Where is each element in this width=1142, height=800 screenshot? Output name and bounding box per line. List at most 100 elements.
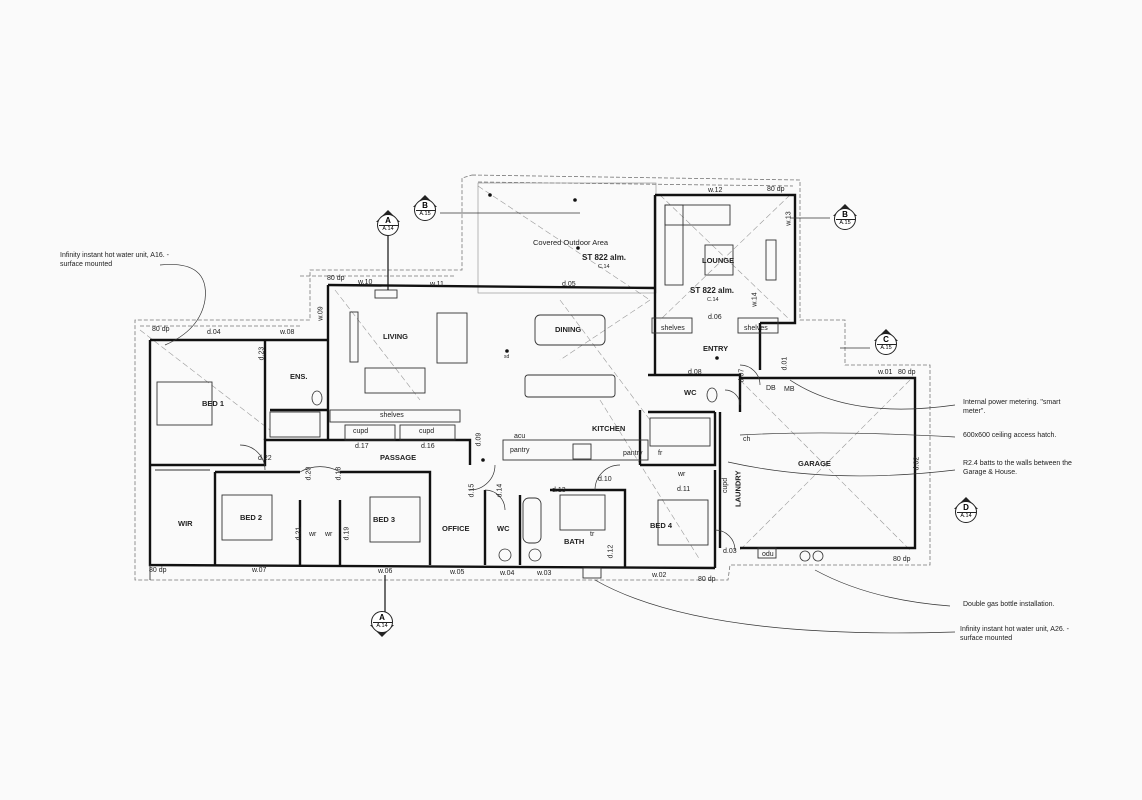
label-dp-br: 80 dp <box>698 576 716 583</box>
label-d06: d.06 <box>708 314 722 321</box>
label-cupd3: cupd <box>722 477 730 494</box>
label-cupd2: cupd <box>419 428 435 435</box>
label-dp-bed1: 80 dp <box>152 326 170 333</box>
garage-label: GARAGE <box>798 459 831 468</box>
label-tr: tr <box>590 531 595 538</box>
wir-label: WIR <box>178 519 193 528</box>
label-w12: w.12 <box>708 187 723 194</box>
walls <box>148 193 917 570</box>
stamp-outdoor: ST 822 alm. <box>582 253 627 262</box>
bed4-label: BED 4 <box>650 521 673 530</box>
label-odu: odu <box>762 551 774 558</box>
label-d09: d.09 <box>475 432 483 447</box>
label-d05: d.05 <box>562 281 576 288</box>
label-wr3: wr <box>678 471 686 478</box>
entry-label: ENTRY <box>703 344 729 353</box>
note-batts: R2.4 batts to the walls between the Gara… <box>963 460 1072 476</box>
section-lines <box>384 235 389 612</box>
label-d17: d.17 <box>355 443 369 450</box>
label-d12: d.12 <box>607 544 615 559</box>
label-w07: w.07 <box>252 567 267 574</box>
label-d02: d.02 <box>913 456 921 471</box>
bed3-label: BED 3 <box>373 515 396 524</box>
label-d10: d.10 <box>598 476 612 483</box>
label-w08: w.08 <box>280 329 295 336</box>
bed1-label: BED 1 <box>202 399 225 408</box>
door-swings <box>239 364 761 551</box>
laundry-label: LAUNDRY <box>733 470 743 507</box>
callout-lines <box>159 212 956 634</box>
label-d19: d.19 <box>343 526 351 541</box>
office-label: OFFICE <box>442 524 470 533</box>
label-w01: w.01 <box>878 369 893 376</box>
ens-label: ENS. <box>290 372 308 381</box>
label-wr1: wr <box>309 531 317 538</box>
label-w02: w.02 <box>652 572 667 579</box>
label-d07: d.07 <box>738 368 746 383</box>
note-hot-water-a26: Infinity instant hot water unit, A26. - … <box>960 626 1069 642</box>
label-w14: w.14 <box>751 292 759 307</box>
label-w10: w.10 <box>358 279 373 286</box>
label-sd: sd <box>504 354 510 360</box>
roof-outline <box>134 174 931 581</box>
label-d13: d.13 <box>552 487 566 494</box>
label-w04: w.04 <box>500 570 515 577</box>
label-w03: w.03 <box>537 570 552 577</box>
stamp-outdoor-ref: C.14 <box>598 264 610 270</box>
bath-label: BATH <box>564 537 585 546</box>
wc2-label: WC <box>497 524 510 533</box>
label-d22: d.22 <box>258 455 272 462</box>
label-fr: fr <box>658 450 663 457</box>
label-acu: acu <box>514 433 526 440</box>
dining-label: DINING <box>555 325 582 334</box>
label-dp-garage: 80 dp <box>898 369 916 376</box>
label-cupd1: cupd <box>353 428 369 435</box>
label-d04: d.04 <box>207 329 221 336</box>
label-shelves2: shelves <box>744 325 768 332</box>
label-d21: d.21 <box>295 526 303 541</box>
smoke-detectors <box>481 193 719 462</box>
label-dp-bl: 80 dp <box>149 567 167 574</box>
roof-hips <box>139 185 911 561</box>
covered-outdoor-label: Covered Outdoor Area <box>533 238 609 247</box>
label-ch: ch <box>743 436 751 443</box>
label-d11: d.11 <box>677 486 691 493</box>
label-pantry1: pantry <box>510 447 530 454</box>
label-d14: d.14 <box>496 483 504 498</box>
lounge-label: LOUNGE <box>702 256 735 265</box>
label-wr2: wr <box>325 531 333 538</box>
label-d16: d.16 <box>421 443 435 450</box>
note-ceiling-hatch: 600x600 ceiling access hatch. <box>963 432 1057 439</box>
label-d15: d.15 <box>468 483 476 498</box>
label-dp-living: 80 dp <box>327 275 345 282</box>
label-db: DB <box>766 385 776 392</box>
note-gas-bottles: Double gas bottle installation. <box>963 601 1055 608</box>
label-w11: w.11 <box>430 281 444 288</box>
label-d23: d.23 <box>258 346 266 361</box>
bed2-label: BED 2 <box>240 513 263 522</box>
note-hot-water-a16: Infinity instant hot water unit, A16. - … <box>60 252 169 268</box>
fixtures <box>149 204 779 580</box>
stamp-lounge-ref: C.14 <box>707 297 719 303</box>
note-power-metering: Internal power metering. "smart meter". <box>963 399 1061 415</box>
toilets <box>311 387 824 562</box>
label-w06: w.06 <box>378 568 393 575</box>
living-label: LIVING <box>383 332 409 341</box>
passage-label: PASSAGE <box>380 453 417 462</box>
label-shelves3: shelves <box>380 412 404 419</box>
label-dp-top-right: 80 dp <box>767 186 785 193</box>
kitchen-label: KITCHEN <box>592 424 626 433</box>
label-pantry2: pantry <box>623 450 643 457</box>
label-mb: MB <box>784 386 795 393</box>
label-w05: w.05 <box>450 569 465 576</box>
wc1-label: WC <box>684 388 697 397</box>
label-d08: d.08 <box>688 369 702 376</box>
label-dp-gb: 80 dp <box>893 556 911 563</box>
label-d18: d.18 <box>335 466 343 481</box>
label-w13: w.13 <box>785 211 793 226</box>
label-d01: d.01 <box>781 356 789 371</box>
label-shelves1: shelves <box>661 325 685 332</box>
label-d03: d.03 <box>723 548 737 555</box>
label-d20: d.20 <box>305 466 313 481</box>
